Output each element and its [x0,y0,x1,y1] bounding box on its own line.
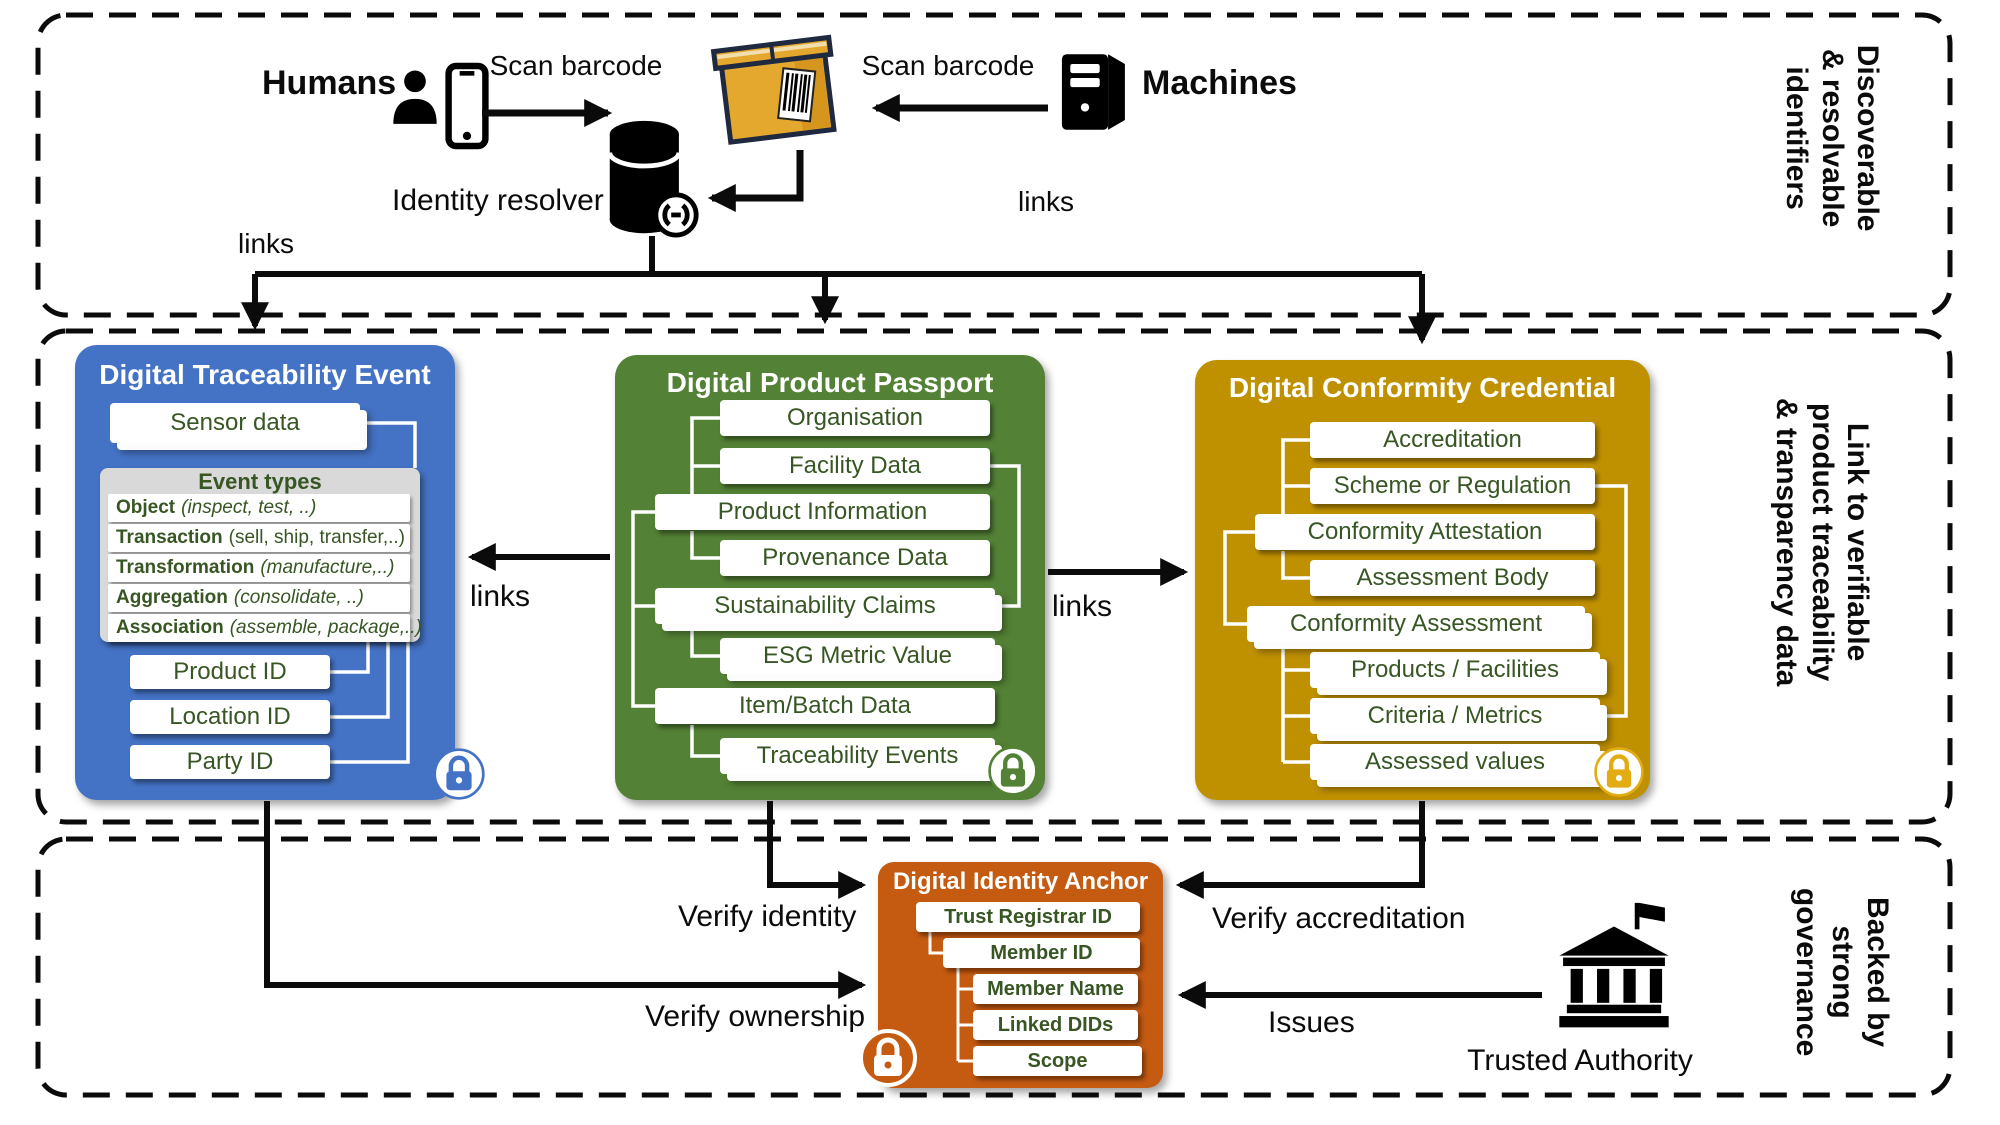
dte-title: Digital Traceability Event [99,359,431,390]
identity-resolver-icon [607,120,699,238]
dte-sensor-data-chip: Sensor data [110,403,360,443]
links-top-right-label: links [1018,186,1075,217]
lock-icon [988,746,1038,796]
section-label-traceability: Link to verifiable product traceability … [1770,397,1875,687]
humans-label: Humans [262,64,397,102]
dpp-esg-metric-value-chip: ESG Metric Value [720,638,995,674]
dte-location-id-chip: Location ID [130,700,330,734]
arrow-verify-accreditation [1175,801,1425,899]
dpp-product-information-chip: Product Information [655,494,990,530]
dpp-title: Digital Product Passport [666,367,994,398]
digital-product-passport-box: Digital Product Passport Organisation Fa… [615,355,1045,800]
event-type-transaction: Transaction(sell, ship, transfer,..) [108,524,410,552]
digital-conformity-credential-box: Digital Conformity Credential Accreditat… [1195,360,1650,800]
lock-icon [859,1029,917,1087]
dcc-accreditation-chip: Accreditation [1310,422,1595,458]
dia-trust-registrar-id-chip: Trust Registrar ID [916,902,1140,932]
dcc-conformity-attestation-chip: Conformity Attestation [1255,514,1595,550]
bank-icon [1559,902,1669,1028]
lock-icon [433,748,485,800]
dpp-facility-data-chip: Facility Data [720,448,990,484]
dia-title: Digital Identity Anchor [892,868,1149,895]
identity-resolver-label: Identity resolver [392,184,604,217]
event-types-title: Event types [198,469,322,494]
dpp-traceability-events-chip: Traceability Events [720,738,995,774]
verify-identity-label: Verify identity [678,900,857,933]
digital-identity-anchor-box: Digital Identity Anchor Trust Registrar … [859,862,1163,1088]
arrow-package-to-resolver [707,150,804,212]
dte-party-id-chip: Party ID [130,745,330,779]
dpp-organisation-chip: Organisation [720,400,990,436]
section-label-identifiers: Discoverable & resolvable identifiers [1780,44,1885,232]
links-top-left-label: links [238,228,295,259]
section-label-governance: Backed by strong governance [1790,887,1895,1057]
dte-product-id-chip: Product ID [130,655,330,689]
barcode-label [777,67,817,123]
dcc-scheme-or-regulation-chip: Scheme or Regulation [1310,468,1595,504]
trusted-authority-label: Trusted Authority [1467,1044,1693,1077]
event-type-object: Object(inspect, test, ..) [108,494,410,522]
event-type-transformation: Transformation(manufacture,..) [108,554,410,582]
arrow-verify-ownership [264,801,867,999]
scan-barcode-left-label: Scan barcode [489,50,663,81]
verify-accreditation-label: Verify accreditation [1212,902,1466,935]
event-type-aggregation: Aggregation(consolidate, ..) [108,584,410,612]
digital-traceability-event-box: Digital Traceability Event Sensor data E… [75,345,485,800]
machines-label: Machines [1142,64,1297,102]
event-type-association: Association(assemble, package,..) [108,614,422,642]
dia-member-name-chip: Member Name [973,974,1138,1004]
dpp-item-batch-data-chip: Item/Batch Data [655,688,995,724]
links-mid-right-label: links [1052,590,1113,623]
dia-linked-dids-chip: Linked DIDs [973,1010,1138,1040]
dpp-sustainability-claims-chip: Sustainability Claims [655,588,995,624]
link-badge-icon [653,192,699,238]
verify-ownership-label: Verify ownership [645,1000,866,1033]
smartphone-icon [445,62,489,150]
dcc-assessment-body-chip: Assessment Body [1310,560,1595,596]
lock-icon [1594,747,1644,797]
dcc-assessed-values-chip: Assessed values [1310,744,1600,780]
dte-event-types-panel: Event types Object(inspect, test, ..) Tr… [100,468,422,642]
dia-member-id-chip: Member ID [943,938,1140,968]
dia-scope-chip: Scope [973,1046,1142,1076]
dcc-title: Digital Conformity Credential [1228,372,1617,403]
scan-barcode-right-label: Scan barcode [861,50,1035,81]
computer-icon [1061,54,1125,130]
dcc-criteria-metrics-chip: Criteria / Metrics [1310,698,1600,734]
issues-label: Issues [1268,1006,1355,1039]
dcc-products-facilities-chip: Products / Facilities [1310,652,1600,688]
dcc-conformity-assessment-chip: Conformity Assessment [1247,606,1585,642]
package-icon [710,34,837,145]
arrow-verify-identity [767,801,867,899]
dpp-provenance-data-chip: Provenance Data [720,540,990,576]
links-mid-left-label: links [470,580,531,613]
person-icon [393,70,437,124]
